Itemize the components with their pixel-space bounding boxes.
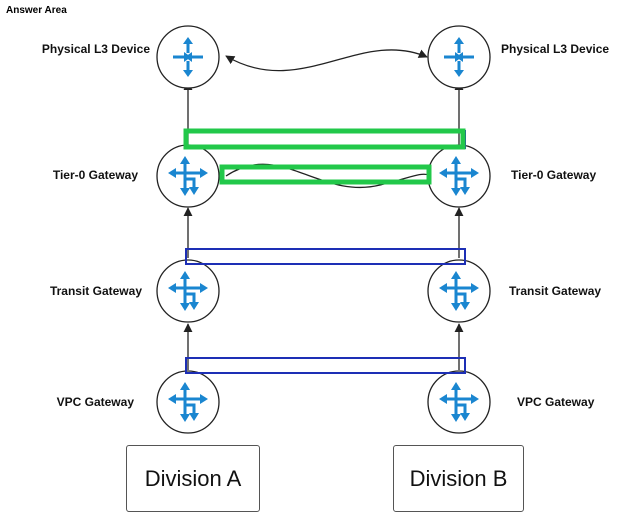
- answer-box-transit-vpc: [185, 357, 466, 374]
- division-b-box: Division B: [393, 445, 524, 512]
- label-left-physical-l3: Physical L3 Device: [41, 42, 150, 56]
- tier0-gateway-right-icon: [427, 144, 491, 208]
- label-right-transit: Transit Gateway: [509, 284, 602, 298]
- highlight-green-top: [183, 128, 466, 150]
- transit-gateway-right-icon: [427, 259, 491, 323]
- highlight-green-tier0: [219, 164, 432, 185]
- transit-gateway-left-icon: [156, 259, 220, 323]
- answer-area-title: Answer Area: [6, 5, 67, 16]
- vpc-gateway-right-icon: [427, 370, 491, 434]
- label-right-physical-l3: Physical L3 Device: [501, 42, 610, 56]
- tier0-link: [225, 163, 430, 189]
- answer-box-tier0-transit: [185, 248, 466, 265]
- tier0-gateway-left-icon: [156, 144, 220, 208]
- label-left-transit: Transit Gateway: [49, 284, 142, 298]
- label-right-vpc: VPC Gateway: [517, 395, 595, 409]
- label-right-tier0: Tier-0 Gateway: [511, 168, 597, 182]
- physical-l3-device-left-icon: [156, 25, 220, 89]
- label-left-vpc: VPC Gateway: [56, 395, 134, 409]
- vpc-gateway-left-icon: [156, 370, 220, 434]
- division-a-box: Division A: [126, 445, 260, 512]
- label-left-tier0: Tier-0 Gateway: [52, 168, 138, 182]
- physical-l3-device-right-icon: [427, 25, 491, 89]
- physical-l3-link: [225, 49, 428, 72]
